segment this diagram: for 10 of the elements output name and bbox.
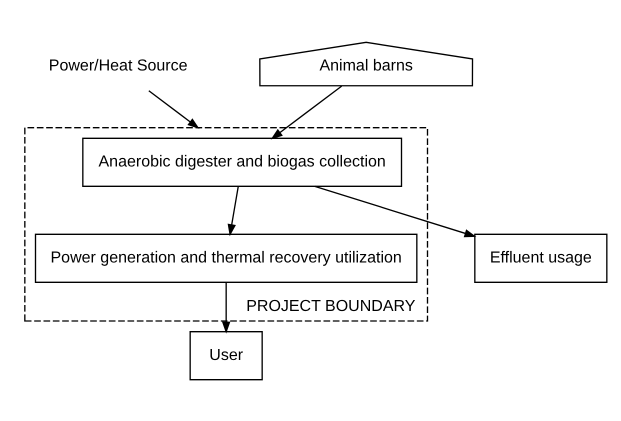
node-box: Anaerobic digester and biogas collection — [82, 137, 402, 186]
node-text: Power/Heat Source — [48, 56, 188, 74]
arrow — [314, 185, 476, 237]
node-box: User — [190, 330, 263, 380]
arrow — [148, 90, 200, 128]
node-box: Effluent usage — [474, 233, 608, 282]
arrow — [270, 85, 342, 140]
arrow — [228, 186, 239, 236]
node-box: Power generation and thermal recovery utilization — [34, 233, 418, 282]
arrow — [222, 282, 230, 334]
